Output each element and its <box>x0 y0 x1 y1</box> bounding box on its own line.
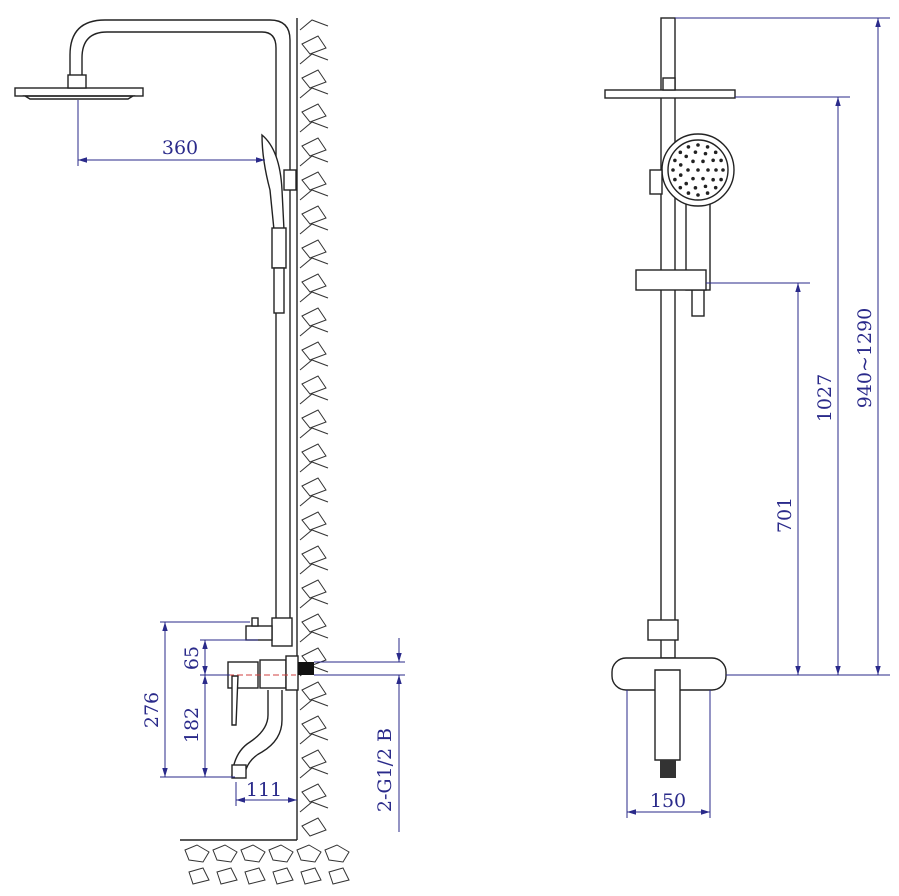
wall-hatch <box>299 393 329 429</box>
spray-hole <box>696 143 700 147</box>
dimension-1027: 1027 <box>814 97 841 675</box>
dimension-thread: 2-G1/2 B <box>314 638 405 832</box>
overhead-shower-head <box>14 74 144 100</box>
spray-hole <box>678 185 683 190</box>
wall-hatch <box>299 801 329 837</box>
riser-pipe <box>660 17 676 659</box>
floor-hatch <box>296 844 322 885</box>
spray-hole <box>684 154 689 159</box>
dimension-label: 276 <box>141 692 163 728</box>
spray-hole <box>678 163 683 167</box>
spray-hole <box>696 168 700 172</box>
floor-hatch <box>184 844 210 885</box>
wall-hatch <box>299 121 329 157</box>
spray-hole <box>703 184 708 189</box>
dimension-701: 701 <box>774 283 801 675</box>
spray-hole <box>705 191 710 195</box>
dimension-label: 1027 <box>814 374 836 422</box>
spray-hole <box>711 177 715 182</box>
floor-hatch <box>212 844 238 885</box>
dimension-label: 111 <box>246 779 282 801</box>
dimension-label: 940~1290 <box>854 308 876 409</box>
hand-shower-front <box>649 133 735 317</box>
wall-hatch <box>299 325 329 361</box>
wall-hatch <box>299 87 329 123</box>
spray-hole <box>696 193 700 197</box>
floor-hatch <box>240 844 266 885</box>
spray-hole <box>673 158 677 163</box>
spray-hole <box>673 177 677 182</box>
wall-hatch <box>299 53 329 89</box>
dimension-111: 111 <box>235 779 297 806</box>
hand-shower <box>261 133 297 314</box>
wall-hatch <box>299 257 329 293</box>
spray-hole <box>713 185 718 190</box>
floor-hatch <box>268 844 294 885</box>
dimension-label: 701 <box>774 497 796 533</box>
spray-hole <box>686 168 690 172</box>
wall-hatch <box>299 733 329 769</box>
spray-hole <box>714 168 718 172</box>
spray-hole <box>693 186 698 190</box>
wall-hatch <box>299 563 329 599</box>
spray-hole <box>678 150 683 155</box>
wall-hatch <box>299 427 329 463</box>
wall-hatch <box>299 291 329 327</box>
wall-hatch <box>299 155 329 191</box>
wall-hatch <box>299 19 329 55</box>
wall-hatch <box>299 359 329 395</box>
spray-hole <box>711 158 715 163</box>
shower-arm <box>69 19 291 620</box>
mixer-valve-front <box>611 657 727 778</box>
dimension-label: 150 <box>650 790 686 812</box>
spray-hole <box>703 151 708 156</box>
dimension-label: 2-G1/2 B <box>374 728 396 812</box>
slide-bracket <box>635 269 707 291</box>
dimension-label: 182 <box>181 707 203 743</box>
dimension-label: 65 <box>181 646 203 670</box>
spray-hole <box>701 159 705 164</box>
spray-hole <box>706 168 710 172</box>
spray-hole <box>713 150 718 155</box>
dimension-276: 276 <box>141 621 250 778</box>
wall-hatch <box>299 495 329 531</box>
wall-hatch <box>299 699 329 735</box>
spray-hole <box>691 159 695 164</box>
wall-hatch <box>299 631 329 667</box>
mixer-valve-side <box>210 617 314 779</box>
dimension-150: 150 <box>626 690 711 818</box>
spray-hole <box>693 150 698 154</box>
wall-hatch <box>299 189 329 225</box>
spray-hole <box>691 176 695 181</box>
spray-hole <box>671 168 675 172</box>
dimension-ext-lines <box>675 17 890 676</box>
spray-hole <box>686 145 691 149</box>
front-view-shower <box>604 17 736 778</box>
spray-hole <box>678 173 683 177</box>
wall-hatch <box>299 223 329 259</box>
spray-hole <box>719 158 723 163</box>
spray-hole <box>684 181 689 186</box>
dimension-label: 360 <box>162 137 198 159</box>
wall-hatch <box>299 529 329 565</box>
spray-hole <box>719 177 723 182</box>
dimension-940-1290: 940~1290 <box>854 18 881 675</box>
wall-hatch <box>299 597 329 633</box>
spray-hole <box>721 168 725 172</box>
spray-hole <box>705 145 710 149</box>
dimension-360: 360 <box>77 100 265 166</box>
floor-hatch <box>324 844 350 885</box>
wall-hatch <box>299 767 329 803</box>
wall-section <box>180 18 350 885</box>
overhead-shower-head-front <box>604 77 736 99</box>
spray-hole <box>686 191 691 195</box>
spray-hole <box>701 176 705 181</box>
wall-hatch <box>299 461 329 497</box>
dimension-182: 182 <box>181 675 208 777</box>
